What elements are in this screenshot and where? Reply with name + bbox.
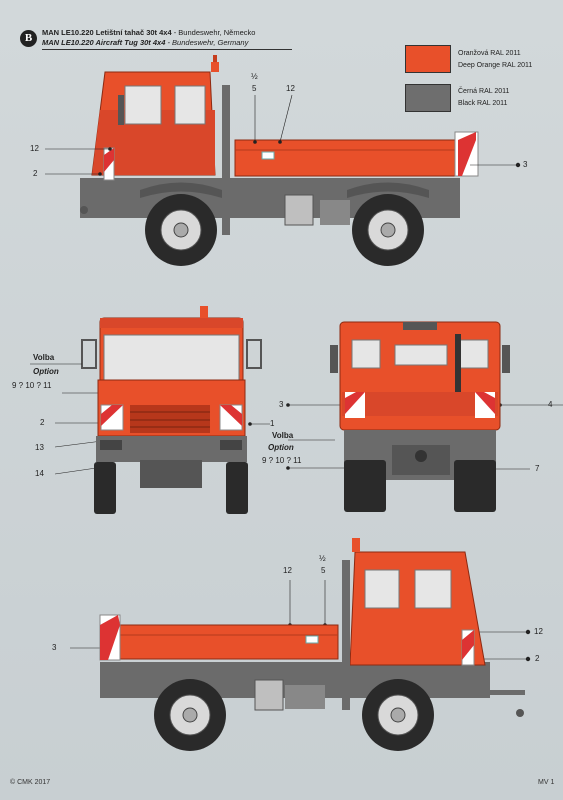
callout-5-side2: 5 — [321, 566, 326, 575]
callout-12-right-side2: 12 — [534, 627, 543, 636]
callout-12-top-side2: 12 — [283, 566, 292, 575]
legend-grey-en: Black RAL 2011 — [458, 100, 508, 107]
truck-side-view-1 — [80, 55, 479, 266]
legend-orange-en: Deep Orange RAL 2011 — [458, 62, 533, 69]
callout-12-top-side1: 12 — [286, 84, 295, 93]
copyright: © CMK 2017 — [10, 779, 51, 786]
rear-volba-label: Volba — [272, 431, 294, 440]
callout-5-side1: 5 — [252, 84, 257, 93]
swatch-grey — [405, 84, 451, 112]
rear-option-numbers: 9 ? 10 ? 11 — [262, 456, 302, 465]
callout-3-side2: 3 — [52, 643, 57, 652]
callout-half-side1: ½ — [251, 72, 258, 81]
truck-rear-view — [330, 321, 510, 512]
callout-3-side1: 3 — [523, 160, 528, 169]
front-volba-label: Volba — [33, 353, 55, 362]
callout-13-front: 13 — [35, 443, 44, 452]
legend-grey-cz: Černá RAL 2011 — [458, 88, 510, 95]
truck-side-view-2 — [99, 538, 525, 751]
swatch-orange — [405, 45, 451, 73]
header-rule — [42, 49, 292, 50]
callout-12-left-side1: 12 — [30, 144, 39, 153]
front-option-label: Option — [33, 367, 59, 376]
callout-3-rear: 3 — [279, 400, 284, 409]
page-number: MV 1 — [538, 779, 555, 786]
callout-1-rear: 1 — [270, 419, 275, 428]
callout-7-rear: 7 — [535, 464, 540, 473]
callout-4-rear: 4 — [548, 400, 553, 409]
callout-2-side2: 2 — [535, 654, 540, 663]
section-badge: B — [20, 30, 37, 47]
truck-front-view — [81, 306, 262, 514]
title-en: MAN LE10.220 Aircraft Tug 30t 4x4 - Bund… — [42, 38, 249, 47]
callout-2-side1: 2 — [33, 169, 38, 178]
legend-orange-cz: Oranžová RAL 2011 — [458, 50, 521, 57]
title-cz: MAN LE10.220 Letištní tahač 30t 4x4 - Bu… — [42, 28, 256, 37]
front-option-numbers: 9 ? 10 ? 11 — [12, 381, 52, 390]
callout-2-front: 2 — [40, 418, 45, 427]
callout-half-side2: ½ — [319, 554, 326, 563]
rear-option-label: Option — [268, 443, 294, 452]
callout-14-front: 14 — [35, 469, 44, 478]
